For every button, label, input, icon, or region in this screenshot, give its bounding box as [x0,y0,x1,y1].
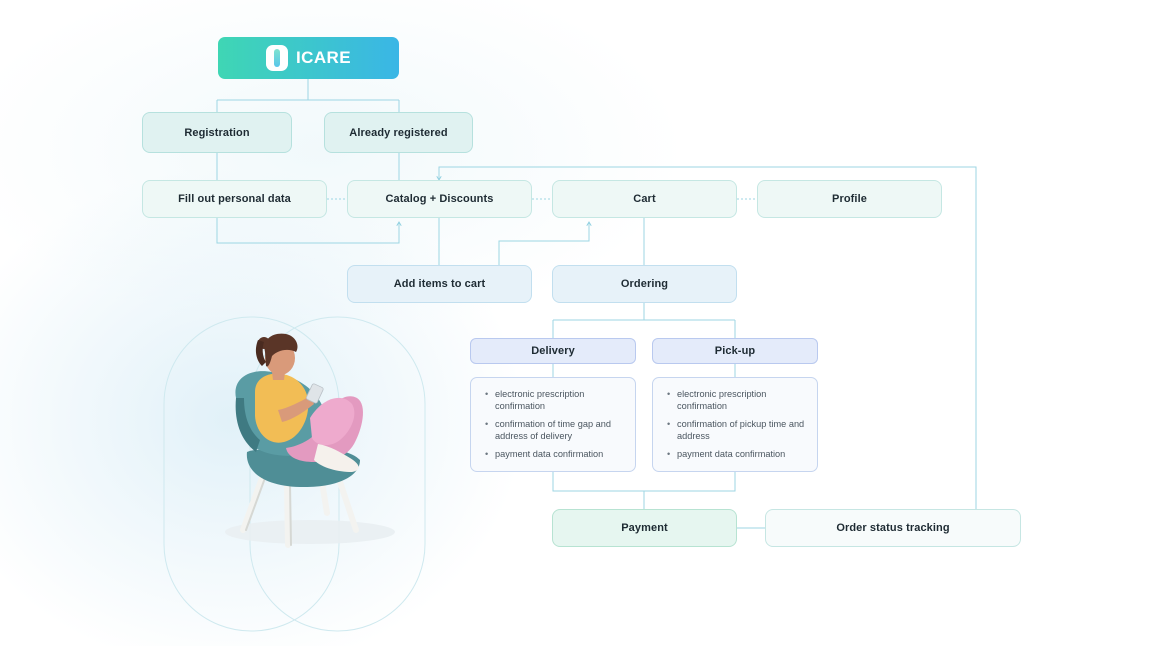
brand-name: ICARE [296,48,351,67]
node-already-registered[interactable]: Already registered [324,112,473,153]
node-catalog-discounts[interactable]: Catalog + Discounts [347,180,532,218]
node-add-items-to-cart[interactable]: Add items to cart [347,265,532,303]
node-ordering[interactable]: Ordering [552,265,737,303]
pickup-detail-item: confirmation of pickup time and address [665,418,807,442]
delivery-details: electronic prescription confirmation con… [470,377,636,472]
node-pick-up[interactable]: Pick-up [652,338,818,364]
pickup-details: electronic prescription confirmation con… [652,377,818,472]
node-delivery[interactable]: Delivery [470,338,636,364]
delivery-detail-item: electronic prescription confirmation [483,388,625,412]
node-cart[interactable]: Cart [552,180,737,218]
capsule-logo-icon [266,45,289,71]
node-registration[interactable]: Registration [142,112,292,153]
pickup-detail-item: payment data confirmation [665,448,807,460]
pickup-detail-item: electronic prescription confirmation [665,388,807,412]
node-fill-personal-data[interactable]: Fill out personal data [142,180,327,218]
delivery-detail-item: confirmation of time gap and address of … [483,418,625,442]
icare-logo[interactable]: ICARE [218,37,399,79]
decorative-oval-right [249,316,426,632]
node-profile[interactable]: Profile [757,180,942,218]
node-order-status-tracking[interactable]: Order status tracking [765,509,1021,547]
node-payment[interactable]: Payment [552,509,737,547]
delivery-detail-item: payment data confirmation [483,448,625,460]
